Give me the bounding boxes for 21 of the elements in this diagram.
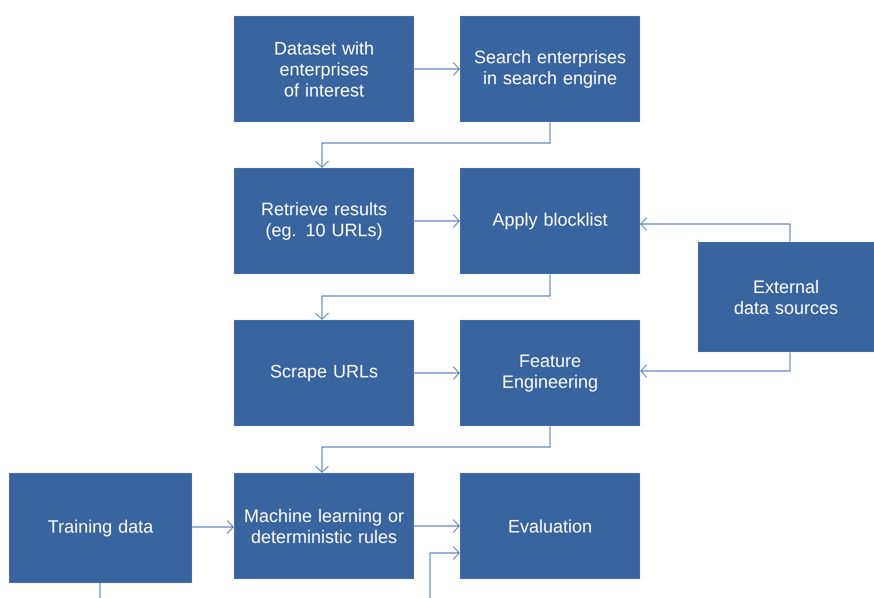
process-box: Apply blocklist <box>460 168 640 274</box>
arrow <box>315 426 550 473</box>
process-box: Retrieve results (eg. 10 URLs) <box>234 168 414 274</box>
process-box: Machine learning or deterministic rules <box>234 473 414 579</box>
process-box: Training data <box>9 473 192 583</box>
process-box: External data sources <box>698 242 874 352</box>
arrow <box>414 214 460 228</box>
arrow <box>640 217 790 242</box>
arrow <box>414 62 460 76</box>
process-box: Scrape URLs <box>234 320 414 426</box>
arrow <box>640 352 790 378</box>
process-box: Dataset with enterprises of interest <box>234 16 414 122</box>
arrow <box>414 519 460 533</box>
arrow <box>414 366 460 380</box>
arrow <box>430 546 460 598</box>
arrow <box>192 520 234 534</box>
process-box: Evaluation <box>460 473 640 579</box>
process-box: Search enterprises in search engine <box>460 16 640 122</box>
process-box: Feature Engineering <box>460 320 640 426</box>
arrow <box>315 122 550 168</box>
arrow <box>315 274 550 320</box>
